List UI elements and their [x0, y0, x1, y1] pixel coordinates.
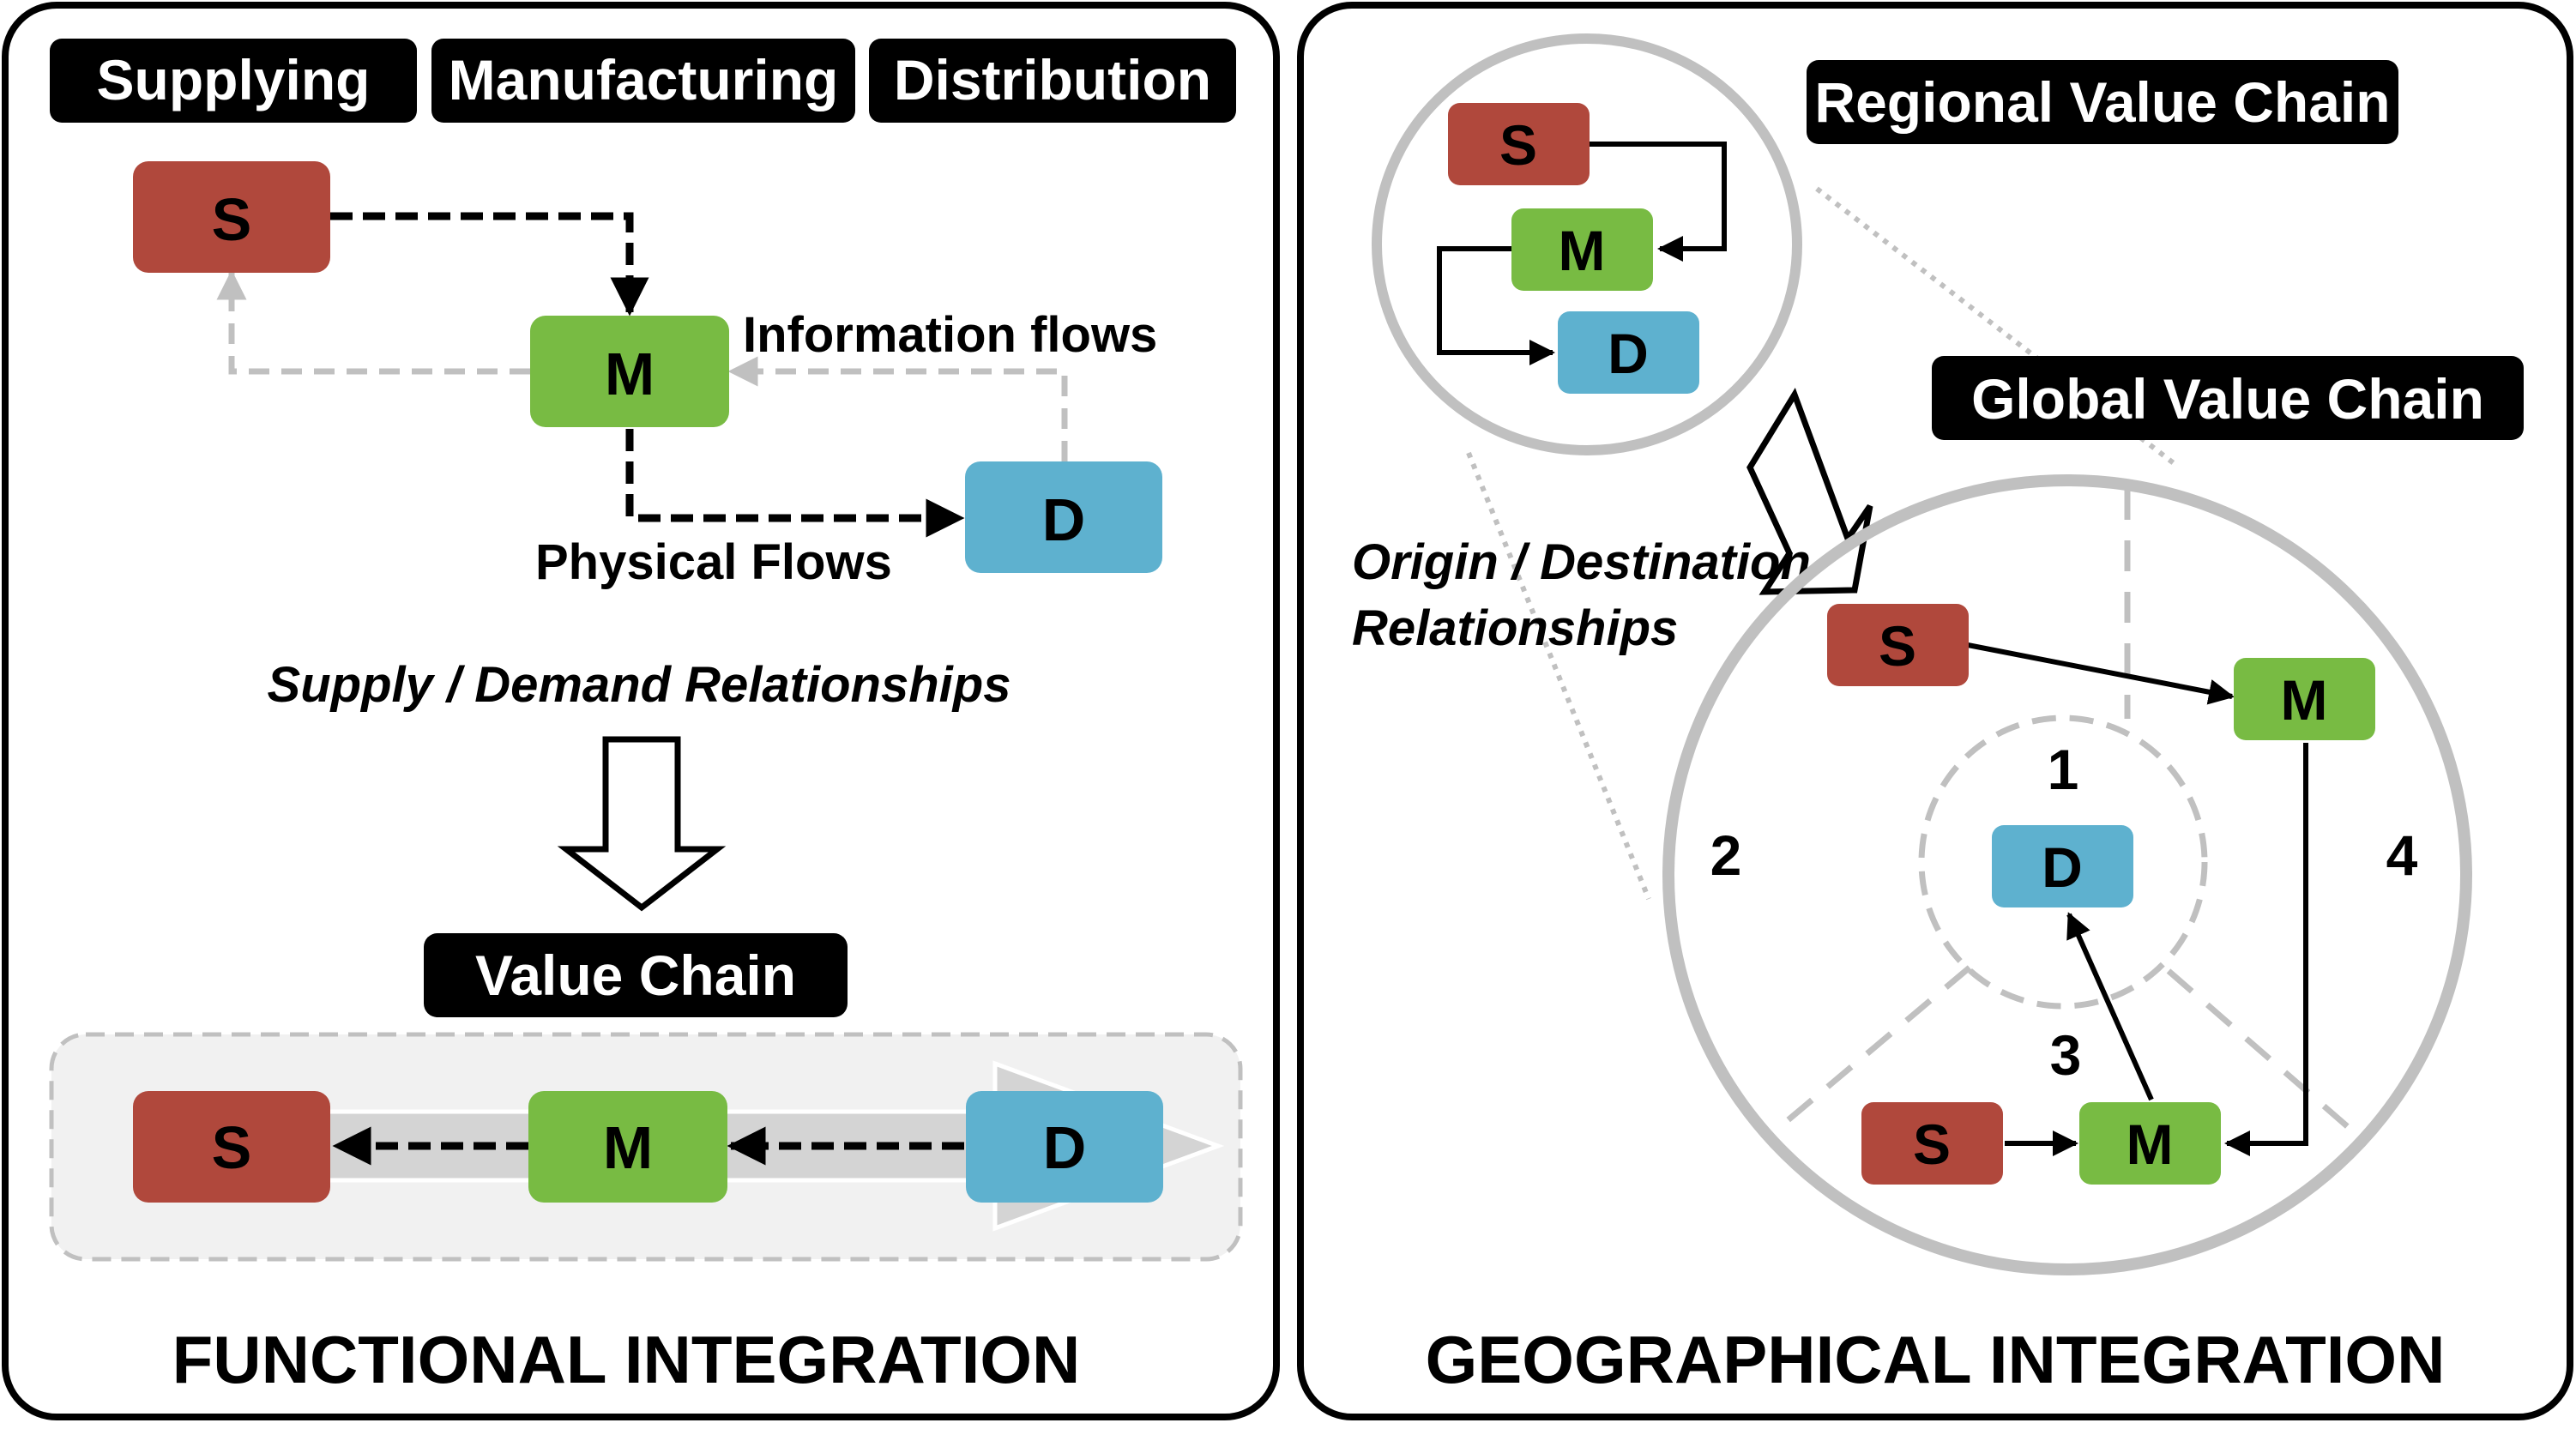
zoom-line-bottom	[1466, 451, 1651, 901]
information-flow-d-to-m	[727, 356, 1068, 461]
value-chain-manufacturer-label: M	[603, 1114, 653, 1181]
functional-integration-title: FUNCTIONAL INTEGRATION	[172, 1322, 1081, 1397]
header-distribution: Distribution	[869, 39, 1236, 123]
regional-value-chain-header: Regional Value Chain	[1807, 60, 2398, 144]
value-chain-supplier-label: S	[212, 1114, 252, 1181]
value-chain-header-label: Value Chain	[475, 944, 796, 1007]
zone-divider-left	[1773, 965, 1972, 1133]
regional-value-chain-label: Regional Value Chain	[1814, 70, 2390, 134]
value-chain-supplier-node: S	[133, 1091, 330, 1203]
down-arrow-icon	[557, 736, 727, 912]
distributor-node: D	[965, 461, 1162, 573]
geographical-integration-title: GEOGRAPHICAL INTEGRATION	[1426, 1322, 2446, 1397]
global-distributor-label: D	[2042, 835, 2083, 899]
header-supplying-label: Supplying	[97, 48, 371, 112]
global-manufacturer-node-bottom: M	[2079, 1102, 2221, 1185]
manufacturer-node-label: M	[605, 341, 655, 407]
value-chain-distributor-label: D	[1043, 1114, 1087, 1181]
supplier-node: S	[133, 161, 330, 273]
zone-3-label: 3	[2050, 1023, 2082, 1087]
value-chain-header: Value Chain	[424, 933, 848, 1017]
zone-1-label: 1	[2048, 738, 2079, 801]
supplier-node-label: S	[212, 186, 252, 253]
value-chain-distributor-node: D	[966, 1091, 1163, 1203]
regional-flow-s-to-m	[1590, 142, 1727, 262]
global-manufacturer-top-label: M	[2281, 668, 2328, 732]
regional-supplier-label: S	[1499, 113, 1537, 177]
zone-4-label: 4	[2386, 823, 2418, 887]
global-flow-m-to-d	[2066, 912, 2154, 1101]
physical-flow-m-to-d	[625, 429, 965, 538]
regional-supplier-node: S	[1448, 103, 1590, 185]
global-manufacturer-bottom-label: M	[2127, 1112, 2174, 1176]
manufacturer-node: M	[530, 316, 729, 427]
information-flow-m-to-s	[216, 269, 530, 375]
value-chain-manufacturer-node: M	[528, 1091, 727, 1203]
zone-2-label: 2	[1710, 823, 1742, 887]
information-flows-label: Information flows	[743, 307, 1157, 363]
global-flow-s-to-m-top	[1967, 642, 2235, 705]
global-supplier-node-bottom: S	[1861, 1102, 2003, 1185]
regional-distributor-label: D	[1608, 322, 1649, 385]
local-zone-circle	[1918, 714, 2208, 1010]
regional-flow-m-to-d	[1437, 246, 1555, 365]
global-supplier-top-label: S	[1879, 614, 1916, 678]
global-flow-m-top-to-m-bottom	[2224, 743, 2308, 1156]
global-distributor-node: D	[1992, 825, 2133, 907]
global-supplier-bottom-label: S	[1913, 1112, 1951, 1176]
functional-integration-panel: Supplying Manufacturing Distribution S M…	[2, 2, 1280, 1420]
origin-destination-label-line1: Origin / Destination	[1352, 534, 1811, 590]
regional-distributor-node: D	[1558, 311, 1699, 394]
geographical-integration-panel: S M D Regional Value Chain Global Value …	[1297, 2, 2573, 1420]
physical-flow-s-to-m	[330, 212, 649, 317]
header-supplying: Supplying	[50, 39, 417, 123]
header-distribution-label: Distribution	[894, 48, 1211, 112]
regional-manufacturer-node: M	[1511, 208, 1653, 291]
physical-flows-label: Physical Flows	[535, 534, 892, 590]
global-value-chain-label: Global Value Chain	[1971, 367, 2484, 431]
global-manufacturer-node-top: M	[2234, 658, 2375, 740]
distributor-node-label: D	[1042, 486, 1086, 553]
origin-destination-label-line2: Relationships	[1352, 600, 1678, 656]
global-value-chain-header: Global Value Chain	[1932, 356, 2524, 440]
diagonal-arrow-icon	[1746, 388, 1873, 595]
header-manufacturing: Manufacturing	[431, 39, 855, 123]
header-manufacturing-label: Manufacturing	[449, 48, 839, 112]
global-supplier-node-top: S	[1827, 604, 1969, 686]
supply-demand-relationships-label: Supply / Demand Relationships	[268, 657, 1011, 713]
zone-divider-right	[2166, 968, 2362, 1139]
regional-manufacturer-label: M	[1559, 219, 1606, 282]
global-circle	[1662, 474, 2472, 1275]
